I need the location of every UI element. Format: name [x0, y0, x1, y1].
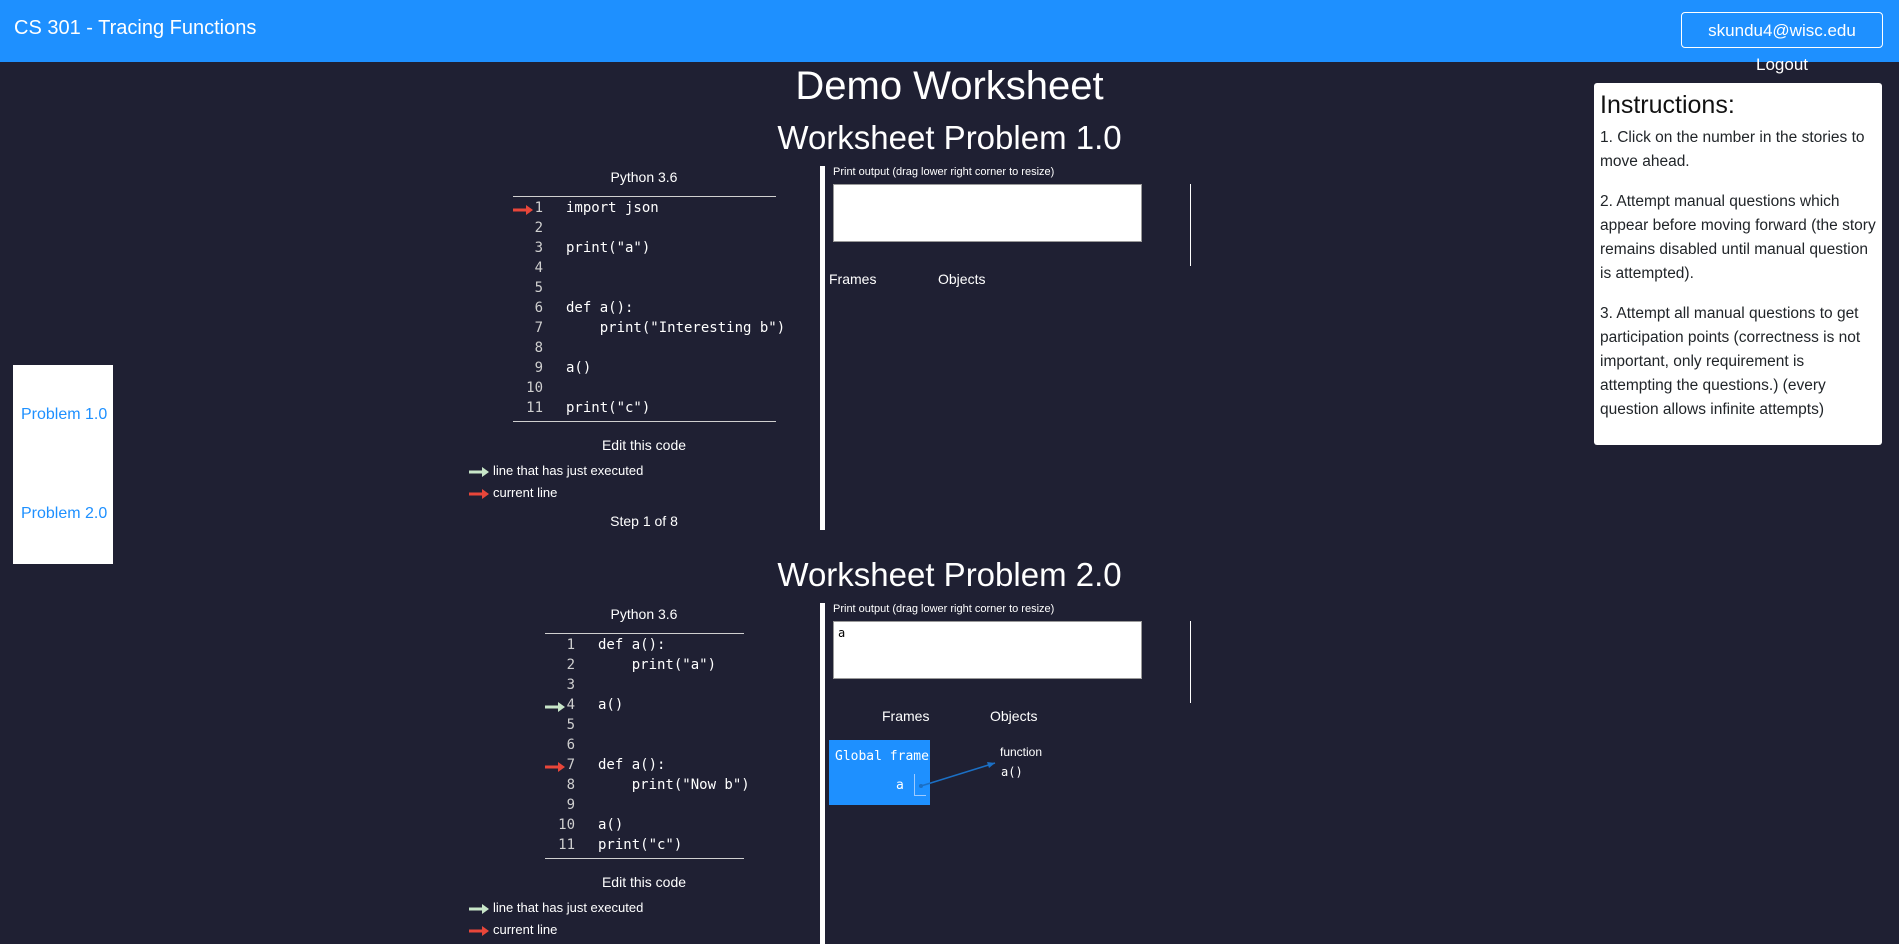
- global-frame-label: Global frame: [835, 749, 929, 764]
- code-text: a(): [598, 817, 624, 833]
- problem-1-print-label: Print output (drag lower right corner to…: [833, 166, 1055, 178]
- object-function-name: a(): [1001, 765, 1023, 779]
- instructions-panel: Instructions: 1. Click on the number in …: [1594, 83, 1882, 445]
- line-number: 2: [566, 657, 575, 673]
- frame-variable-name: a: [896, 778, 904, 793]
- object-type-label: function: [1000, 745, 1043, 759]
- problem-2-right-border: [1190, 621, 1191, 703]
- problem-2-code-bottom-rule: [545, 858, 744, 859]
- problem-2-code-top-rule: [545, 633, 744, 634]
- code-text: import json: [566, 200, 659, 216]
- problem-1-code-top-rule: [513, 196, 776, 197]
- instruction-step-3: 3. Attempt all manual questions to get p…: [1600, 305, 1861, 418]
- code-text: a(): [598, 697, 624, 713]
- sidenav-link-problem-1[interactable]: Problem 1.0: [21, 406, 108, 423]
- instruction-step-2: 2. Attempt manual questions which appear…: [1600, 193, 1876, 282]
- top-navbar: CS 301 - Tracing Functions skundu4@wisc.…: [0, 0, 1899, 74]
- problem-2-language: Python 3.6: [610, 606, 678, 622]
- executed-line-arrow-icon: [469, 903, 489, 914]
- problem-2-divider: [820, 603, 825, 944]
- line-number: 8: [566, 777, 575, 793]
- line-number: 3: [566, 677, 575, 693]
- code-text: def a():: [598, 637, 666, 653]
- executed-line-arrow-icon: [545, 702, 565, 712]
- line-number: 1: [534, 200, 543, 216]
- problem-1-legend-current: current line: [469, 485, 557, 500]
- problem-1-language: Python 3.6: [610, 169, 678, 185]
- global-frame: Global frame a: [829, 740, 930, 805]
- instruction-step-1: 1. Click on the number in the stories to…: [1600, 129, 1865, 170]
- line-number: 9: [566, 797, 575, 813]
- line-number: 6: [534, 300, 543, 316]
- problem-1-code-bottom-rule: [513, 421, 776, 422]
- line-number: 6: [566, 737, 575, 753]
- current-line-arrow-icon: [469, 488, 489, 499]
- legend-executed-label: line that has just executed: [493, 463, 644, 478]
- code-text: def a():: [566, 300, 634, 316]
- app-brand[interactable]: CS 301 - Tracing Functions: [14, 17, 257, 39]
- problem-1-print-output[interactable]: [833, 184, 1142, 242]
- line-number: 2: [534, 220, 543, 236]
- problem-2-legend-current: current line: [469, 922, 557, 937]
- code-text: a(): [566, 360, 592, 376]
- sidenav-link-problem-2[interactable]: Problem 2.0: [21, 505, 108, 522]
- line-number: 10: [558, 817, 575, 833]
- current-line-arrow-icon: [545, 762, 565, 772]
- legend-executed-label: line that has just executed: [493, 900, 644, 915]
- line-number: 4: [566, 697, 575, 713]
- legend-current-label: current line: [493, 922, 558, 937]
- problem-1-divider: [820, 166, 825, 530]
- logout-button[interactable]: skundu4@wisc.edu Logout: [1681, 12, 1883, 74]
- current-line-arrow-icon: [469, 925, 489, 936]
- frame-variable-pointer-cell: [914, 774, 926, 796]
- problem-1-title: Worksheet Problem 1.0: [777, 119, 1122, 156]
- problem-1-objects-header: Objects: [938, 271, 986, 287]
- line-number: 5: [566, 717, 575, 733]
- line-number: 3: [534, 240, 543, 256]
- legend-current-label: current line: [493, 485, 558, 500]
- problem-2-edit-code-link[interactable]: Edit this code: [601, 874, 687, 890]
- line-number: 7: [534, 320, 543, 336]
- code-text: print("a"): [598, 657, 717, 673]
- line-number: 11: [526, 400, 543, 416]
- current-line-arrow-icon: [513, 205, 533, 215]
- line-number: 7: [566, 757, 575, 773]
- problem-2-title: Worksheet Problem 2.0: [777, 556, 1122, 593]
- code-text: print("c"): [598, 837, 683, 853]
- line-number: 10: [526, 380, 543, 396]
- code-text: def a():: [598, 757, 666, 773]
- problem-2-legend-executed: line that has just executed: [469, 900, 643, 915]
- code-text: print("c"): [566, 400, 651, 416]
- line-number: 4: [534, 260, 543, 276]
- problem-1-right-border: [1190, 184, 1191, 266]
- problem-1-step-indicator: Step 1 of 8: [610, 513, 678, 529]
- instructions-title: Instructions:: [1600, 91, 1735, 119]
- problem-sidenav: Problem 1.0 Problem 2.0: [13, 365, 113, 564]
- line-number: 11: [558, 837, 575, 853]
- problem-2-frames-header: Frames: [882, 708, 930, 724]
- line-number: 5: [534, 280, 543, 296]
- executed-line-arrow-icon: [469, 466, 489, 477]
- page-title: Demo Worksheet: [795, 64, 1104, 108]
- line-number: 8: [534, 340, 543, 356]
- problem-1-legend-executed: line that has just executed: [469, 463, 643, 478]
- pointer-arrow-icon: [919, 762, 996, 788]
- problem-2-objects-header: Objects: [990, 708, 1038, 724]
- problem-2-print-label: Print output (drag lower right corner to…: [833, 603, 1055, 615]
- line-number: 1: [566, 637, 575, 653]
- problem-2-print-output[interactable]: a: [833, 621, 1142, 679]
- code-text: print("a"): [566, 240, 651, 256]
- problem-1-frames-header: Frames: [829, 271, 877, 287]
- line-number: 9: [534, 360, 543, 376]
- code-text: print("Interesting b"): [566, 320, 786, 336]
- code-text: print("Now b"): [598, 777, 750, 793]
- problem-1-edit-code-link[interactable]: Edit this code: [601, 437, 687, 453]
